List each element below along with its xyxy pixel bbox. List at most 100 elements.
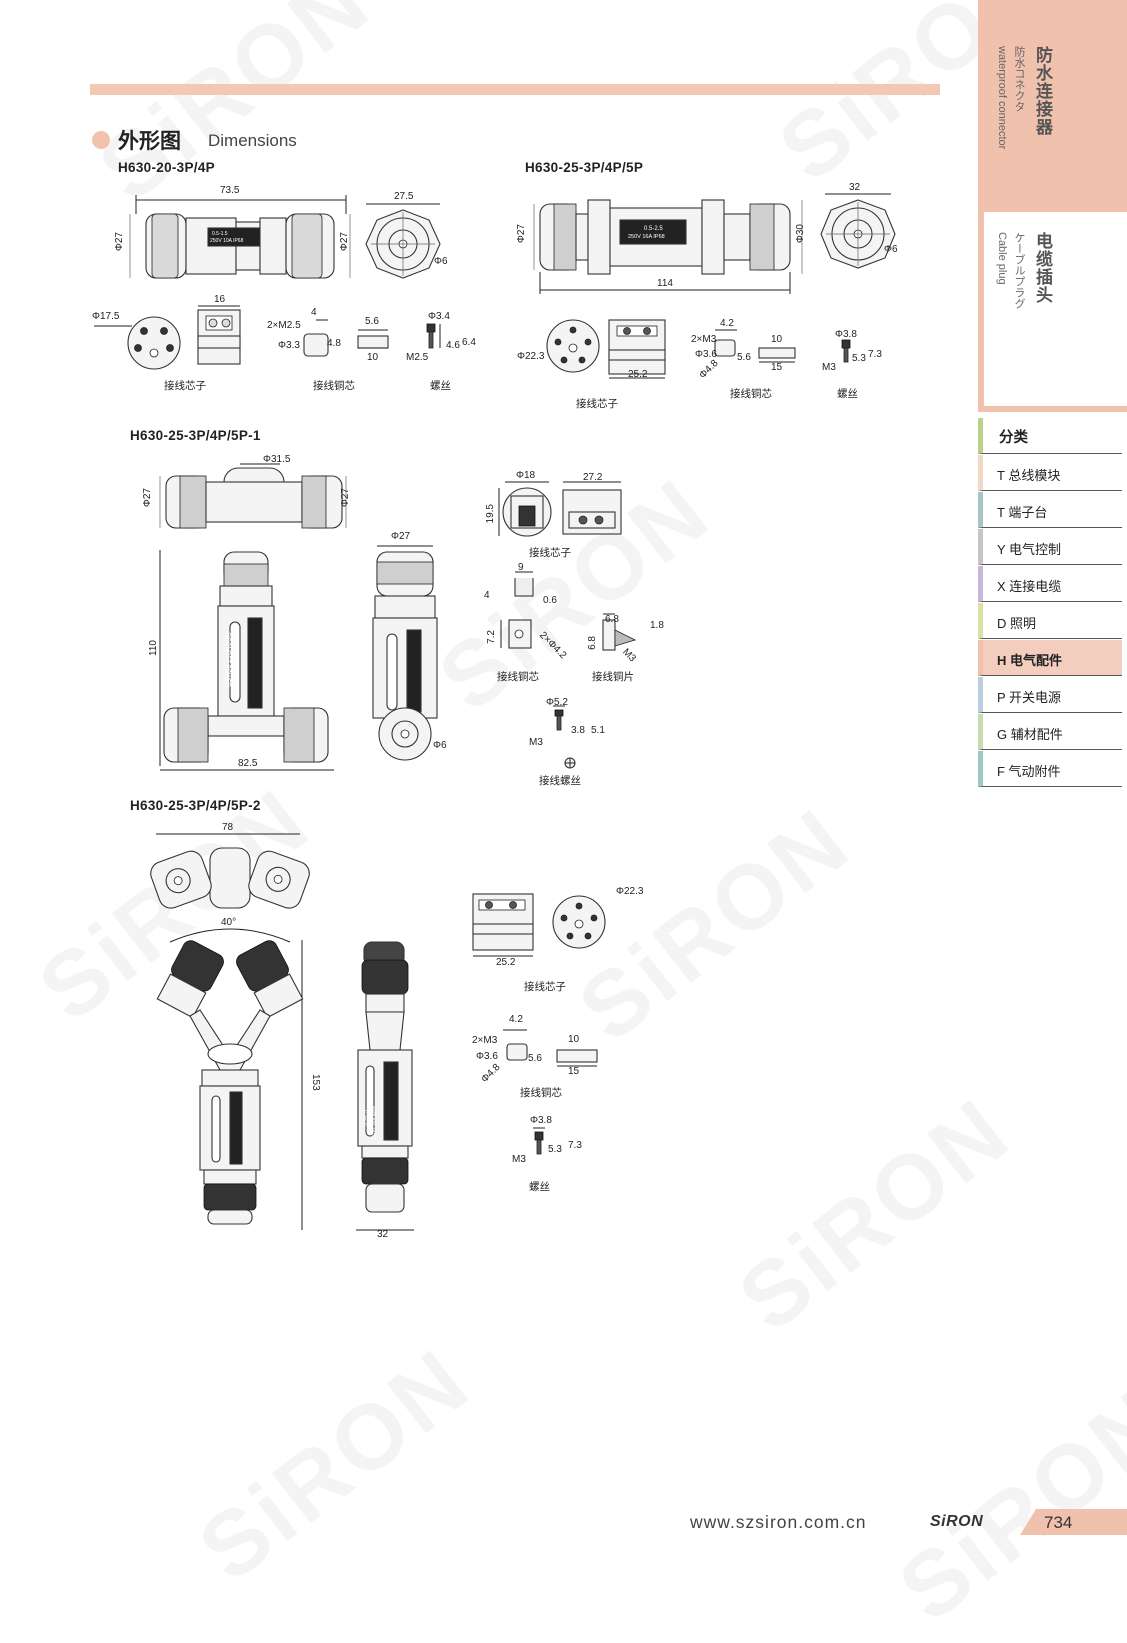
tab1-jp: 防水コネクタ bbox=[1013, 46, 1025, 112]
m4-side-view bbox=[356, 941, 414, 1231]
m4-label-text1: 0.5-2.5 bbox=[363, 1110, 369, 1126]
m4-dim-core-dia: Φ22.3 bbox=[616, 886, 644, 897]
model-title-h630-25-2: H630-25-3P/4P/5P-2 bbox=[130, 798, 261, 813]
m1-dim-length: 73.5 bbox=[220, 185, 240, 196]
m3-dim-core-dia: Φ18 bbox=[516, 470, 536, 481]
m4-dim-cu-56: 5.6 bbox=[528, 1053, 542, 1064]
m1-dim-core-w: 16 bbox=[214, 294, 226, 305]
watermark: SiRON bbox=[880, 1368, 1127, 1642]
category-item-label: P 开关电源 bbox=[997, 690, 1062, 705]
m1-core-parts bbox=[94, 305, 441, 370]
m2-side-drawing bbox=[533, 199, 803, 294]
m3-dim-width: 82.5 bbox=[238, 758, 258, 769]
m2-core-label: 接线芯子 bbox=[576, 398, 618, 410]
m2-dim-dia-b: Φ30 bbox=[795, 224, 806, 244]
side-tab-waterproof-connector[interactable] bbox=[978, 0, 1127, 212]
m2-dim-cu-10: 10 bbox=[771, 334, 783, 345]
m3-sc-label: 接线螺丝 bbox=[539, 775, 581, 787]
category-item-connecting-cable[interactable]: X 连接电缆 bbox=[978, 566, 1122, 602]
section-bullet bbox=[92, 131, 110, 149]
m3-top-view bbox=[159, 463, 347, 529]
m4-dim-top-w: 78 bbox=[222, 822, 234, 833]
m4-core-label: 接线芯子 bbox=[524, 981, 566, 993]
m4-dim-cu-42: 4.2 bbox=[509, 1014, 523, 1025]
category-item-lighting[interactable]: D 照明 bbox=[978, 603, 1122, 639]
m1-dim-cu-hole: Φ3.3 bbox=[278, 340, 300, 351]
m2-dim-cu-42: 4.2 bbox=[720, 318, 734, 329]
model-title-h630-20: H630-20-3P/4P bbox=[118, 160, 215, 175]
tab2-en: Cable plug bbox=[996, 232, 1008, 285]
m3-dim-sh-68b: 6.8 bbox=[587, 636, 598, 650]
m2-sc-label: 螺丝 bbox=[837, 388, 858, 400]
m2-dim-cu-screw: 2×M3 bbox=[691, 334, 717, 345]
m2-dim-end-hole: Φ6 bbox=[884, 244, 898, 255]
m3-label-text: SIRONRET POWER bbox=[224, 632, 230, 688]
page-number-box bbox=[1020, 1509, 1127, 1535]
page-number: 734 bbox=[1044, 1513, 1073, 1532]
category-heading: 分类 bbox=[978, 418, 1122, 454]
category-item-bus-module[interactable]: T 总线模块 bbox=[978, 455, 1122, 491]
m3-dim-cu-4: 4 bbox=[484, 590, 490, 601]
watermark: SiRON bbox=[180, 1328, 490, 1602]
tab1-en: waterproof connector bbox=[996, 46, 1008, 150]
m3-sh-label: 接线铜片 bbox=[592, 671, 634, 683]
m4-label-text2: 250V 16A IP68 bbox=[372, 1106, 378, 1140]
m3-dim-cu-9: 9 bbox=[518, 562, 524, 573]
m1-end-view bbox=[365, 203, 441, 279]
category-item-label: G 辅材配件 bbox=[997, 727, 1063, 742]
m4-dim-sc-dia: Φ3.8 bbox=[530, 1115, 552, 1126]
m1-dim-cu-56: 5.6 bbox=[365, 316, 379, 327]
m4-dim-sc-53: 5.3 bbox=[548, 1144, 562, 1155]
m3-dim-core-h: 19.5 bbox=[485, 504, 496, 524]
m4-top-view bbox=[150, 833, 310, 909]
m2-label-text1: 0.5-2.5 bbox=[644, 226, 663, 232]
footer-url[interactable]: www.szsiron.com.cn bbox=[690, 1512, 867, 1532]
m1-dim-cu-10: 10 bbox=[367, 352, 379, 363]
m1-dim-sc-m: M2.5 bbox=[406, 352, 429, 363]
m3-side-view bbox=[372, 545, 438, 761]
m2-dim-sc-73: 7.3 bbox=[868, 349, 882, 360]
m4-dim-sc-73: 7.3 bbox=[568, 1140, 582, 1151]
m4-dim-side-w: 32 bbox=[377, 1229, 389, 1240]
watermark: SiRON bbox=[720, 1078, 1030, 1352]
category-item-label: X 连接电缆 bbox=[997, 579, 1062, 594]
m4-dim-cu-15: 15 bbox=[568, 1066, 580, 1077]
section-subtitle: Dimensions bbox=[208, 131, 297, 150]
m2-dim-cu-56: 5.6 bbox=[737, 352, 751, 363]
category-item-pneumatic-accessories[interactable]: F 气动附件 bbox=[978, 751, 1122, 787]
m1-dim-sc-46: 4.6 bbox=[446, 340, 460, 351]
header-bar bbox=[90, 84, 940, 95]
tab1-cn: 防水连接器 bbox=[1033, 46, 1052, 136]
m3-dim-sc-38: 3.8 bbox=[571, 725, 585, 736]
m3-dim-top-dia: Φ31.5 bbox=[263, 454, 291, 465]
m4-sc-label: 螺丝 bbox=[529, 1181, 550, 1193]
m4-dim-height: 153 bbox=[310, 1074, 321, 1091]
m2-cu-label: 接线铜芯 bbox=[730, 388, 772, 400]
m4-dim-cu-screw: 2×M3 bbox=[472, 1035, 498, 1046]
m1-cu-label: 接线铜芯 bbox=[313, 380, 355, 392]
m4-parts bbox=[472, 893, 606, 1155]
m2-end-view bbox=[820, 193, 896, 269]
m1-dim-dia-b: Φ27 bbox=[339, 232, 350, 252]
m2-dim-core-w: 25.2 bbox=[628, 369, 648, 380]
category-item-auxiliary-materials[interactable]: G 辅材配件 bbox=[978, 714, 1122, 750]
category-item-electrical-control[interactable]: Y 电气控制 bbox=[978, 529, 1122, 565]
m1-dim-sc-dia: Φ3.4 bbox=[428, 311, 450, 322]
category-item-label: H 电气配件 bbox=[997, 653, 1063, 668]
m3-dim-sc-dia: Φ5.2 bbox=[546, 697, 568, 708]
category-item-electrical-accessories[interactable]: H 电气配件 bbox=[978, 640, 1122, 676]
side-tab-cable-plug[interactable] bbox=[978, 212, 1127, 412]
m4-dim-angle: 40° bbox=[221, 917, 237, 928]
m1-dim-cu-screw: 2×M2.5 bbox=[267, 320, 301, 331]
m3-dim-dia-a: Φ27 bbox=[142, 488, 153, 508]
m3-front-view bbox=[159, 550, 334, 771]
m1-dim-core-dia: Φ17.5 bbox=[92, 311, 120, 322]
category-item-switching-power[interactable]: P 开关电源 bbox=[978, 677, 1122, 713]
m1-side-drawing bbox=[129, 195, 351, 279]
category-item-label: T 总线模块 bbox=[997, 468, 1061, 483]
m3-core-label: 接线芯子 bbox=[529, 547, 571, 559]
category-item-terminal-block[interactable]: T 端子台 bbox=[978, 492, 1122, 528]
section-title: 外形图 bbox=[118, 130, 181, 153]
m4-dim-cu-10: 10 bbox=[568, 1034, 580, 1045]
m4-cu-label: 接线铜芯 bbox=[520, 1087, 562, 1099]
